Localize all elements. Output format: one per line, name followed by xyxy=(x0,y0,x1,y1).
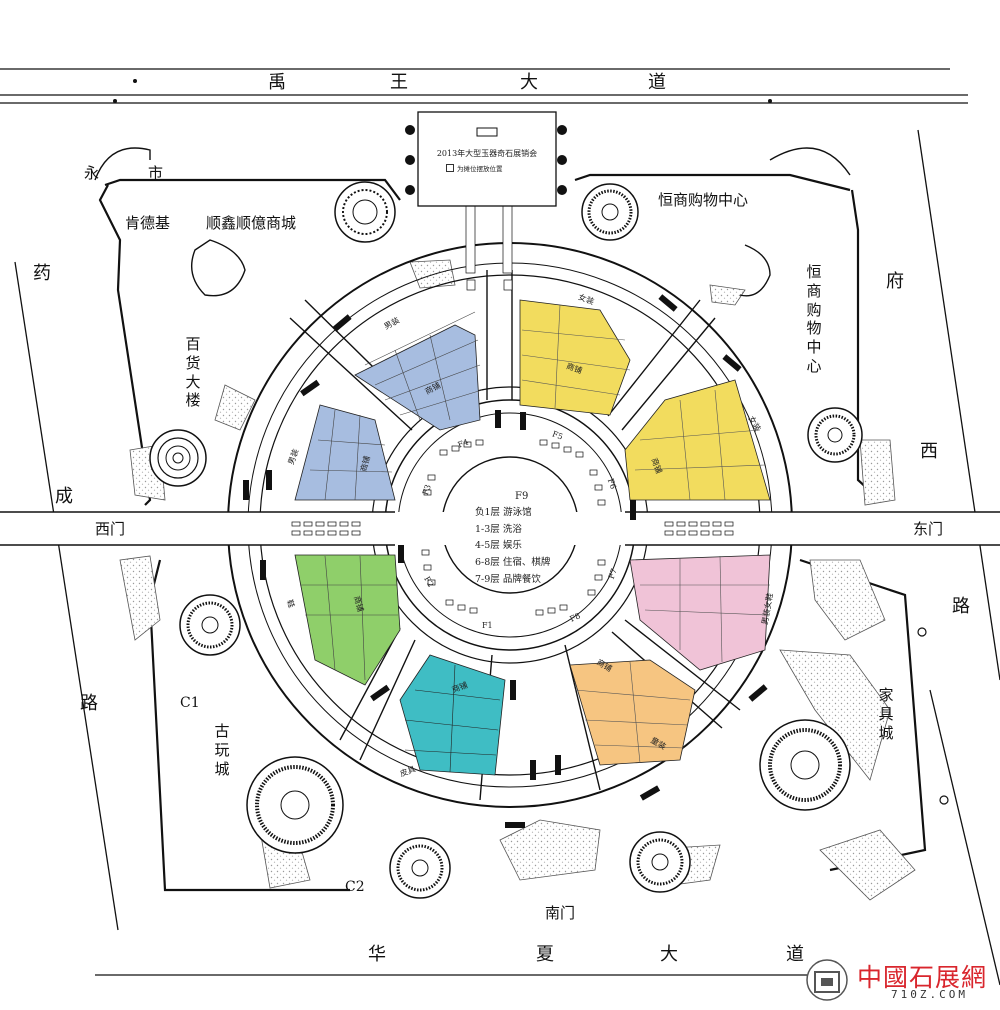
building-baihuo: 百货大楼 xyxy=(185,335,201,410)
sector-menswear-nw xyxy=(354,324,481,431)
gate-east: 东门 xyxy=(913,520,944,538)
legend-line-1: 负1层 游泳馆 xyxy=(475,507,532,518)
spiral-tower-icon xyxy=(149,181,863,899)
site-logo: 中國石展網 710Z.COM xyxy=(805,956,995,1006)
corner-arcs xyxy=(94,147,851,297)
inner-ring-shops xyxy=(421,439,606,616)
sector-shoes-w xyxy=(294,554,401,686)
gate-south: 南门 xyxy=(545,904,576,922)
building-yongfeng-tail: 市 xyxy=(148,164,164,182)
road-west-top: 药 xyxy=(33,263,51,284)
building-hengshang-top: 恒商购物中心 xyxy=(658,191,749,209)
car-icon xyxy=(243,294,768,828)
road-markers xyxy=(113,79,949,805)
logo-name: 中國石展網 xyxy=(857,963,988,992)
sector-kidswear-se xyxy=(569,659,696,766)
expo-title: 2013年大型玉器奇石展销会 xyxy=(436,149,538,158)
road-east-top: 府 xyxy=(886,271,904,292)
floor-f1: F1 xyxy=(482,621,493,630)
building-c1: C1 xyxy=(180,695,200,711)
sector-menswear-w xyxy=(294,404,396,501)
main-boulevard xyxy=(0,511,1000,546)
floor-f9: F9 xyxy=(515,491,529,502)
center-floor-legend: 负1层 游泳馆 1-3层 洗浴 4-5层 娱乐 6-8层 住宿、棋牌 7-9层 … xyxy=(475,505,565,588)
legend-line-3: 4-5层 娱乐 xyxy=(475,540,522,552)
expo-trees xyxy=(405,125,567,195)
road-north-char-4: 道 xyxy=(648,72,666,93)
building-yongfeng: 永 xyxy=(84,164,100,182)
building-kfc: 肯德基 xyxy=(125,214,171,232)
legend-line-2: 1-3层 洗浴 xyxy=(475,523,522,535)
road-north-char-3: 大 xyxy=(520,72,538,93)
road-west-bottom: 路 xyxy=(80,693,98,714)
road-east-mid: 西 xyxy=(920,441,938,462)
road-south-char-4: 道 xyxy=(786,944,804,965)
legend-line-5: 7-9层 品牌餐饮 xyxy=(475,573,541,585)
expo-note: 为摊位摆放位置 xyxy=(446,163,503,173)
sector-womenswear-ne xyxy=(519,299,631,416)
road-north-char-2: 王 xyxy=(390,72,408,93)
logo-domain: 710Z.COM xyxy=(891,988,968,1001)
legend-line-4: 6-8层 住宿、棋牌 xyxy=(475,556,551,568)
outer-roads xyxy=(0,68,1000,986)
road-east-bottom: 路 xyxy=(952,596,970,617)
road-south-char-1: 华 xyxy=(368,944,386,965)
road-west-mid: 成 xyxy=(55,486,73,507)
logo-mark-icon xyxy=(806,959,848,1001)
road-north-char-1: 禹 xyxy=(268,72,286,93)
shop-sectors xyxy=(294,299,771,776)
square-legend-icon xyxy=(446,164,454,172)
sector-womenswear-e xyxy=(624,379,771,501)
expo-stage-marker xyxy=(476,127,498,137)
expo-hall: 2013年大型玉器奇石展销会 为摊位摆放位置 xyxy=(418,112,556,206)
gate-west: 西门 xyxy=(95,520,126,538)
building-jiaju: 家具城 xyxy=(878,686,894,742)
expo-note-text: 为摊位摆放位置 xyxy=(457,165,503,173)
road-south-char-2: 夏 xyxy=(536,944,554,965)
building-shunxin-mall: 顺鑫顺億商城 xyxy=(206,214,297,232)
building-c2: C2 xyxy=(345,879,365,895)
road-south-char-3: 大 xyxy=(660,944,678,965)
building-guwan: 古玩城 xyxy=(214,722,230,778)
building-hengshang-vertical: 恒商购物中心 xyxy=(806,263,822,375)
